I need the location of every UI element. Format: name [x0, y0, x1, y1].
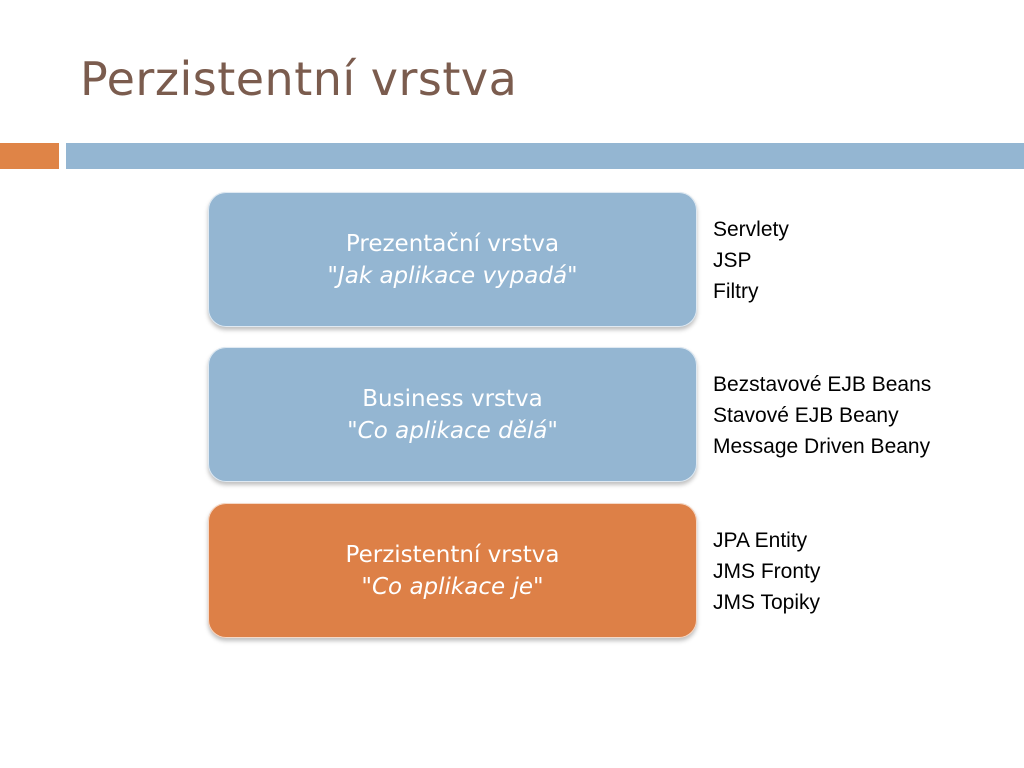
tech-item: JSP — [713, 249, 752, 272]
accent-bar-orange — [0, 143, 59, 169]
layer-box-persistence: Perzistentní vrstva "Co aplikace je" — [208, 503, 697, 638]
layer-subtitle: "Co aplikace dělá" — [347, 417, 558, 444]
layer-name: Business vrstva — [362, 385, 543, 412]
tech-item: Message Driven Beany — [713, 435, 931, 458]
tech-list-presentation: Servlety JSP Filtry — [713, 214, 789, 307]
accent-bar-blue — [66, 143, 1024, 169]
tech-list-business: Bezstavové EJB Beans Stavové EJB Beany M… — [713, 369, 931, 462]
layer-name: Prezentační vrstva — [345, 230, 560, 257]
tech-item: Servlety — [713, 218, 789, 241]
tech-item: JPA Entity — [713, 529, 808, 552]
tech-item: JMS Fronty — [713, 560, 821, 583]
layer-box-business: Business vrstva "Co aplikace dělá" — [208, 347, 697, 482]
tech-list-persistence: JPA Entity JMS Fronty JMS Topiky — [713, 525, 820, 618]
layer-subtitle: "Co aplikace je" — [361, 573, 544, 600]
slide-title: Perzistentní vrstva — [80, 52, 518, 106]
tech-item: Bezstavové EJB Beans — [713, 373, 932, 396]
layer-subtitle: "Jak aplikace vypadá" — [327, 262, 578, 289]
tech-item: Stavové EJB Beany — [713, 404, 899, 427]
tech-item: JMS Topiky — [713, 591, 820, 614]
tech-item: Filtry — [713, 280, 759, 303]
layer-name: Perzistentní vrstva — [345, 541, 560, 568]
layer-box-presentation: Prezentační vrstva "Jak aplikace vypadá" — [208, 192, 697, 327]
